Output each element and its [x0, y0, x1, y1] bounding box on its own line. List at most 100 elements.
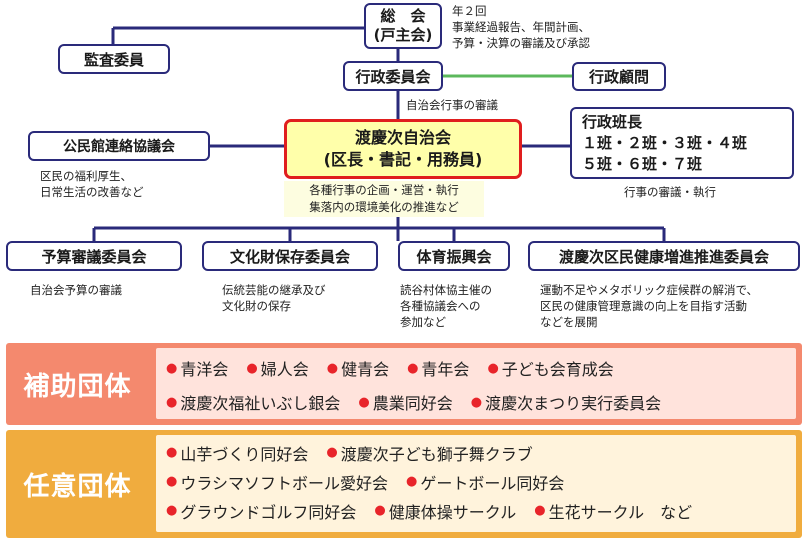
committee-note-health: 運動不足やメタボリック症候群の解消で、 区民の健康管理意識の向上を目指す活動 な… [540, 282, 758, 330]
general-assembly-note-line: 年２回 [452, 4, 487, 18]
bullet-icon: ● [358, 394, 370, 410]
auxiliary-groups-list: ●青洋会 ●婦人会 ●健青会 ●青年会 ●子ども会育成会 ●渡慶次福祉いぶし銀会… [156, 348, 796, 419]
committee-label: 文化財保存委員会 [229, 247, 350, 266]
jichikai-note-line: 各種行事の企画・運営・執行 [309, 183, 459, 197]
auditor-box: 監査委員 [58, 44, 170, 74]
jichikai-note-line: 集落内の環境美化の推進など [309, 200, 459, 214]
committee-box-budget: 予算審議委員会 [6, 241, 182, 271]
group-item: ●グラウンドゴルフ同好会 [166, 499, 356, 523]
group-label: グラウンドゴルフ同好会 [180, 502, 357, 522]
kominkan-council-label: 公民館連絡協議会 [63, 139, 175, 155]
group-item: ●婦人会 [246, 356, 308, 380]
auxiliary-groups-row: ●青洋会 ●婦人会 ●健青会 ●青年会 ●子ども会育成会 [166, 351, 790, 385]
bullet-icon: ● [406, 474, 418, 489]
auditor-label: 監査委員 [83, 50, 144, 69]
jichikai-main-box: 渡慶次自治会 (区長・書記・用務員) [284, 119, 522, 179]
auxiliary-groups-row: ●渡慶次福祉いぶし銀会 ●農業同好会 ●渡慶次まつり実行委員会 [166, 385, 790, 419]
kominkan-council-box: 公民館連絡協議会 [28, 131, 210, 161]
group-item: ●ゲートボール同好会 [406, 470, 564, 494]
group-label: 青洋会 [180, 360, 229, 379]
committee-note-line: 区民の健康管理意識の向上を目指す活動 [540, 299, 747, 313]
jichikai-subtitle: (区長・書記・用務員) [323, 150, 483, 169]
bullet-icon: ● [374, 503, 386, 518]
committee-box-sports: 体育振興会 [398, 241, 510, 271]
auxiliary-groups-title: 補助団体 [23, 371, 132, 402]
committee-note-line: 参加など [400, 315, 446, 329]
group-label: 農業同好会 [372, 394, 453, 413]
general-assembly-title: 総 会 [380, 7, 426, 25]
bullet-icon: ● [166, 360, 178, 376]
group-label: 渡慶次福祉いぶし銀会 [180, 394, 341, 413]
group-label: ゲートボール同好会 [420, 473, 565, 493]
group-item: ●子ども会育成会 [487, 356, 613, 380]
general-assembly-note-line: 事業経過報告、年間計画、 [452, 20, 590, 34]
committee-label: 渡慶次区民健康増進推進委員会 [558, 247, 769, 266]
group-item: ●青年会 [407, 356, 469, 380]
group-label: 健康体操サークル [388, 502, 517, 522]
committee-note-line: 読谷村体協主催の [400, 283, 492, 297]
committee-note-line: 伝統芸能の継承及び [222, 283, 326, 297]
group-item: ●山芋づくり同好会 [166, 441, 308, 465]
jichikai-title: 渡慶次自治会 [354, 128, 451, 147]
voluntary-groups-panel: 任意団体 ●山芋づくり同好会 ●渡慶次子ども獅子舞クラブ ●ウラシマソフトボール… [6, 430, 802, 538]
jichikai-note: 各種行事の企画・運営・執行 集落内の環境美化の推進など [284, 181, 484, 217]
committee-label: 予算審議委員会 [41, 247, 147, 266]
group-item: ●生花サークル など [534, 499, 692, 523]
voluntary-groups-row: ●ウラシマソフトボール愛好会 ●ゲートボール同好会 [166, 467, 790, 496]
auxiliary-groups-panel: 補助団体 ●青洋会 ●婦人会 ●健青会 ●青年会 ●子ども会育成会 ●渡慶次福祉… [6, 343, 802, 425]
group-leaders-box: 行政班長 １班・２班・３班・４班 ５班・６班・７班 [570, 107, 794, 179]
committee-note-line: などを展開 [540, 315, 598, 329]
bullet-icon: ● [534, 503, 546, 518]
committee-note-line: 文化財の保存 [222, 299, 291, 313]
group-label: 渡慶次子ども獅子舞クラブ [340, 444, 533, 464]
group-leaders-note: 行事の審議・執行 [624, 185, 716, 199]
bullet-icon: ● [166, 445, 178, 460]
group-item: ●健康体操サークル [374, 499, 516, 523]
general-assembly-box: 総 会 (戸主会) [364, 3, 442, 49]
group-item: ●青洋会 [166, 356, 228, 380]
group-leaders-title: 行政班長 [582, 112, 643, 131]
group-item: ●健青会 [327, 356, 389, 380]
bullet-icon: ● [166, 503, 178, 518]
voluntary-groups-row: ●山芋づくり同好会 ●渡慶次子ども獅子舞クラブ [166, 438, 790, 467]
kominkan-note-line: 日常生活の改善など [40, 185, 144, 199]
committee-label: 体育振興会 [416, 247, 492, 266]
committee-note-sports: 読谷村体協主催の 各種協議会への 参加など [400, 282, 492, 330]
committee-box-health: 渡慶次区民健康増進推進委員会 [528, 241, 800, 271]
bullet-icon: ● [326, 360, 339, 376]
committee-note-cultural: 伝統芸能の継承及び 文化財の保存 [222, 282, 326, 314]
group-label: ウラシマソフトボール愛好会 [180, 473, 389, 493]
group-label: 生花サークル など [548, 502, 693, 522]
group-label: 山芋づくり同好会 [180, 444, 309, 464]
bullet-icon: ● [470, 394, 483, 410]
general-assembly-note-line: 予算・決算の審議及び承認 [452, 36, 590, 50]
bullet-icon: ● [246, 360, 258, 376]
group-label: 婦人会 [260, 360, 309, 379]
voluntary-groups-row: ●グラウンドゴルフ同好会 ●健康体操サークル ●生花サークル など [166, 496, 790, 525]
bullet-icon: ● [407, 360, 419, 376]
admin-advisor-box: 行政顧問 [572, 62, 666, 91]
admin-committee-box: 行政委員会 [343, 61, 443, 91]
bullet-icon: ● [166, 394, 178, 410]
admin-committee-note: 自治会行事の審議 [406, 98, 498, 112]
group-item: ●渡慶次子ども獅子舞クラブ [326, 441, 532, 465]
general-assembly-note: 年２回 事業経過報告、年間計画、 予算・決算の審議及び承認 [452, 3, 590, 51]
kominkan-council-note: 区民の福利厚生、 日常生活の改善など [40, 168, 144, 200]
group-leaders-line: ５班・６班・７班 [582, 154, 703, 173]
bullet-icon: ● [326, 445, 338, 460]
group-item: ●ウラシマソフトボール愛好会 [166, 470, 388, 494]
voluntary-groups-title: 任意団体 [23, 471, 132, 502]
group-leaders-line: １班・２班・３班・４班 [582, 133, 748, 152]
voluntary-groups-list: ●山芋づくり同好会 ●渡慶次子ども獅子舞クラブ ●ウラシマソフトボール愛好会 ●… [156, 435, 796, 532]
kominkan-note-line: 区民の福利厚生、 [40, 169, 132, 183]
committee-note-budget: 自治会予算の審議 [30, 282, 122, 298]
committee-note-line: 自治会予算の審議 [30, 283, 122, 297]
committee-note-line: 運動不足やメタボリック症候群の解消で、 [540, 283, 759, 297]
admin-committee-label: 行政委員会 [355, 67, 431, 86]
group-item: ●渡慶次福祉いぶし銀会 [166, 390, 340, 414]
group-item: ●農業同好会 [358, 390, 452, 414]
committee-box-cultural: 文化財保存委員会 [202, 241, 378, 271]
bullet-icon: ● [166, 474, 178, 489]
general-assembly-subtitle: (戸主会) [373, 26, 433, 44]
